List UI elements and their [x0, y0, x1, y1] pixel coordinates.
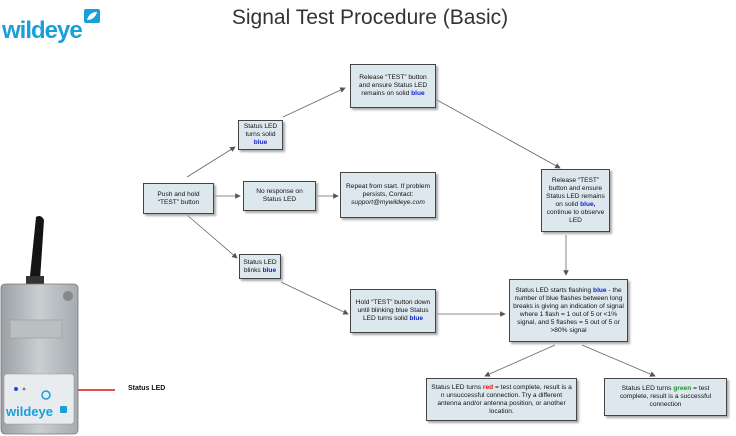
leaf-icon	[84, 9, 100, 23]
flashing-hl: blue	[593, 286, 607, 294]
release-observe-box: Release “TEST” button and ensure Status …	[541, 169, 610, 232]
red-before: Status LED turns	[431, 383, 483, 391]
no-response-text: No response on Status LED	[256, 188, 303, 203]
red-result-box: Status LED turns red = test complete, re…	[426, 378, 577, 421]
green-after: = test complete, result is a successful …	[619, 385, 712, 408]
arrow-flashing-green	[581, 344, 656, 377]
blinks-hl: blue	[262, 266, 277, 274]
arrow-flashing-red	[484, 344, 556, 377]
device-logo: wildeye	[5, 404, 53, 419]
hold-hl: blue	[409, 315, 424, 322]
wildeye-logo: wildeye	[0, 9, 110, 44]
release-solid-box: Release “TEST” button and ensure Status …	[350, 64, 436, 108]
arrow-push-blinks	[186, 214, 238, 259]
solid-blue-box: Status LED turns solid blue	[238, 120, 283, 150]
blinks-text: Status LED blinks	[243, 258, 277, 274]
red-after: = test complete, result is a n unsuccess…	[437, 383, 572, 415]
support-email: support@mywildeye.com	[351, 199, 425, 206]
blinks-blue-box: Status LED blinks blue	[239, 254, 281, 279]
green-result-box: Status LED turns green = test complete, …	[604, 378, 727, 416]
repeat-box: Repeat from start. If problem persists, …	[340, 172, 436, 218]
hold-test-box: Hold “TEST” button down until blinking b…	[350, 289, 436, 333]
release2-text: Release “TEST” button and ensure Status …	[546, 176, 605, 208]
status-led-dot	[14, 387, 18, 391]
flashing-box: Status LED starts flashing blue - the nu…	[509, 279, 628, 342]
no-response-box: No response on Status LED	[243, 181, 316, 211]
solid-blue-text: Status LED turns solid	[243, 123, 278, 138]
push-hold-box: Push and hold “TEST” button	[143, 183, 214, 214]
hold-text: Hold “TEST” button down until blinking b…	[355, 299, 431, 322]
arrow-push-solid	[186, 146, 236, 178]
repeat-text: Repeat from start. If problem persists, …	[346, 183, 430, 198]
page-title: Signal Test Procedure (Basic)	[231, 6, 509, 29]
green-before: Status LED turns	[621, 385, 674, 392]
status-led-label: Status LED	[128, 385, 166, 392]
release2-after: continue to observe LED	[546, 208, 605, 224]
release2-hl: blue,	[580, 200, 596, 208]
device-image: wildeye	[0, 216, 79, 435]
release1-text: Release “TEST” button and ensure Status …	[358, 74, 428, 97]
flashing-after: - the number of blue flashes between lon…	[513, 286, 624, 334]
arrow-solid-release1	[282, 87, 346, 118]
push-hold-text: Push and hold “TEST” button	[157, 190, 200, 206]
antenna	[30, 216, 44, 280]
solid-blue-hl: blue	[253, 139, 268, 146]
arrow-blinks-hold	[280, 281, 349, 315]
red-hl: red	[482, 383, 494, 391]
flashing-before: Status LED starts flashing	[515, 286, 594, 294]
green-hl: green	[673, 385, 692, 392]
logo-text: wildeye	[2, 17, 83, 44]
arrow-release1-release2	[436, 99, 561, 169]
release1-hl: blue	[411, 90, 425, 97]
